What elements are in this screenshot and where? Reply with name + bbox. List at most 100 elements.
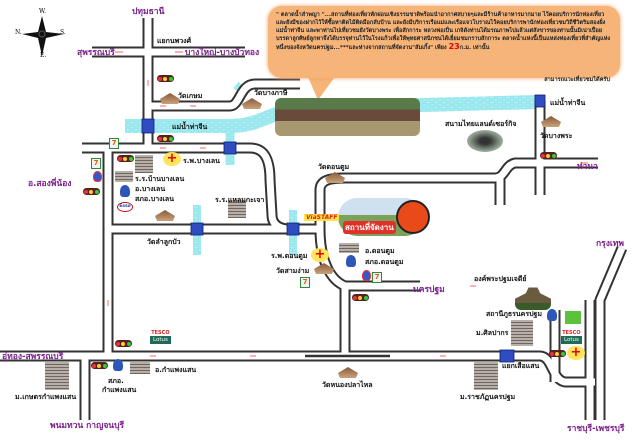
label-police-station-np: สถานีภูธรนครปฐม — [486, 310, 543, 318]
destination-song-phi-nong: อ.สองพี่น้อง — [28, 179, 72, 189]
temple-icon — [160, 93, 180, 104]
venue-logo — [396, 200, 430, 234]
university-building — [474, 362, 498, 390]
police-icon — [113, 359, 123, 371]
label-silpakorn: ม.ศิลปากร — [476, 329, 509, 337]
traffic-light-icon — [91, 362, 108, 369]
label-river: แม่น้ำท่าจีน — [172, 123, 208, 131]
label-district-don-tum: อ.ดอนตูม — [365, 247, 395, 255]
seven-eleven-icon: 7 — [109, 138, 119, 149]
police-icon — [120, 185, 130, 197]
traffic-light-icon — [117, 155, 134, 162]
destination-suphanburi: สุพรรณบุรี — [77, 48, 115, 58]
destination-nakhon-pathom: นครปฐม — [413, 285, 445, 295]
bridge-icon — [223, 141, 237, 155]
label-district-kamphaeng-saen: อ.กำแพงแสน — [155, 366, 197, 374]
traffic-light-icon — [540, 152, 557, 159]
destination-bang-yai: บางใหญ่-บางบัวทอง — [185, 48, 260, 58]
destination-pathum-thani: ปทุมธานี — [132, 7, 165, 17]
traffic-light-icon — [549, 350, 566, 357]
university-building — [45, 362, 69, 390]
fuel-station-icon — [362, 270, 371, 281]
traffic-light-icon — [115, 340, 132, 347]
circuit-photo — [467, 130, 503, 152]
label-wat-bang-phra: วัดบางพระ — [540, 132, 573, 140]
label-kasetsart: ม.เกษตรกำแพงแสน — [15, 393, 77, 401]
label-wat-bang-phasi: วัดบางภาษี — [254, 89, 288, 97]
compass-rose-icon — [22, 16, 64, 56]
temple-icon — [325, 172, 345, 183]
hospital-cross-icon: + — [311, 248, 329, 262]
label-yaek-nopphawong: แยกนพวงศ์ — [157, 37, 192, 45]
bridge-icon — [190, 222, 204, 236]
distance-unit: ก.ม. เท่านั้น — [459, 45, 490, 51]
label-hospital-bang-len: ร.พ.บางเลน — [183, 157, 220, 165]
compass-north: N. — [15, 29, 22, 36]
hospital-cross-icon: + — [163, 152, 181, 166]
label-police-kamphaeng-saen: กำแพงแสน — [102, 386, 137, 394]
destination-tha-na: ท่านา — [577, 162, 598, 172]
label-police-bang-len: สภอ.บางเลน — [135, 195, 175, 203]
bridge-icon — [286, 222, 300, 236]
temple-icon — [314, 263, 334, 274]
label-circuit: สนามไทยแลนด์เซอร์กิจ — [445, 120, 517, 128]
label-junction: แยกเสือแสน — [502, 362, 540, 370]
store-logo — [565, 311, 581, 324]
university-building — [511, 320, 533, 346]
label-river: แม่น้ำท่าจีน — [550, 99, 586, 107]
venue-badge: ViaSTAFF — [304, 214, 340, 221]
traffic-light-icon — [157, 75, 174, 82]
district-building — [339, 243, 359, 253]
traffic-light-icon — [352, 294, 369, 301]
traffic-light-icon — [157, 135, 174, 142]
district-building — [130, 362, 150, 374]
seven-eleven-icon: 7 — [300, 277, 310, 288]
temple-icon — [541, 116, 561, 127]
seven-eleven-icon: 7 — [372, 272, 382, 283]
destination-u-thong: อู่ทอง-สุพรรณบุรี — [2, 352, 64, 362]
compass-west: W. — [39, 8, 47, 15]
label-rajabhat: ม.ราชภัฏนครปฐม — [460, 393, 516, 401]
bridge-icon — [499, 349, 515, 363]
destination-ratchaburi: ราชบุรี-เพชรบุรี — [567, 424, 625, 434]
label-wat-sam-ngam: วัดสามง่าม — [276, 267, 310, 275]
label-wat-lam-luk-bua: วัดลำลูกบัว — [147, 238, 181, 246]
temple-icon — [338, 367, 358, 378]
police-icon — [547, 309, 557, 321]
seven-eleven-icon: 7 — [91, 158, 101, 169]
info-bubble: " ตลาดน้ำลำพญา "...สถานที่ท่องเที่ยวพักผ… — [268, 6, 620, 83]
destination-bangkok: กรุงเทพ — [596, 239, 624, 249]
label-police-don-tum: สภอ.ดอนตูม — [365, 258, 404, 266]
label-school-laem-kachao: ร.ร.แหลมกะเจา — [215, 196, 265, 204]
destination-phanom-thuan: พนมทวน กาญจนบุรี — [50, 421, 125, 431]
compass-south: S. — [60, 29, 66, 36]
traffic-light-icon — [83, 188, 100, 195]
label-wat-kasem: วัดเกษม — [178, 92, 203, 100]
temple-icon — [155, 210, 175, 221]
school-building — [135, 155, 153, 173]
floating-market-photo — [275, 98, 420, 136]
label-wat-nong-pla-lai: วัดหนองปลาไหล — [322, 381, 373, 389]
label-wat-don-tum: วัดดอนตูม — [318, 163, 350, 171]
esso-logo: Esso — [117, 202, 133, 212]
hospital-cross-icon: + — [567, 346, 585, 360]
label-district-bang-len: อ.บางเลน — [135, 185, 166, 193]
distance-value: 23 — [448, 42, 460, 51]
venue-label: สถานที่จัดงาน — [343, 221, 396, 234]
school-building — [115, 171, 133, 182]
label-school-ban-bang-len: ร.ร.บ้านบางเลน — [135, 175, 185, 183]
bridge-icons — [141, 94, 546, 363]
venue-marker[interactable]: สถานที่จัดงาน — [338, 198, 430, 236]
label-police-kamphaeng-saen: สภอ. — [108, 377, 124, 385]
info-text: " ตลาดน้ำลำพญา "...สถานที่ท่องเที่ยวพักผ… — [276, 12, 611, 51]
school-building — [228, 200, 246, 218]
temple-icon — [242, 98, 262, 109]
label-hospital-don-tum: ร.พ.ดอนตูม — [271, 252, 308, 260]
bridge-icon — [141, 118, 155, 134]
compass-east: E. — [40, 52, 47, 59]
police-icon — [346, 255, 356, 267]
bridge-icon — [534, 94, 546, 108]
